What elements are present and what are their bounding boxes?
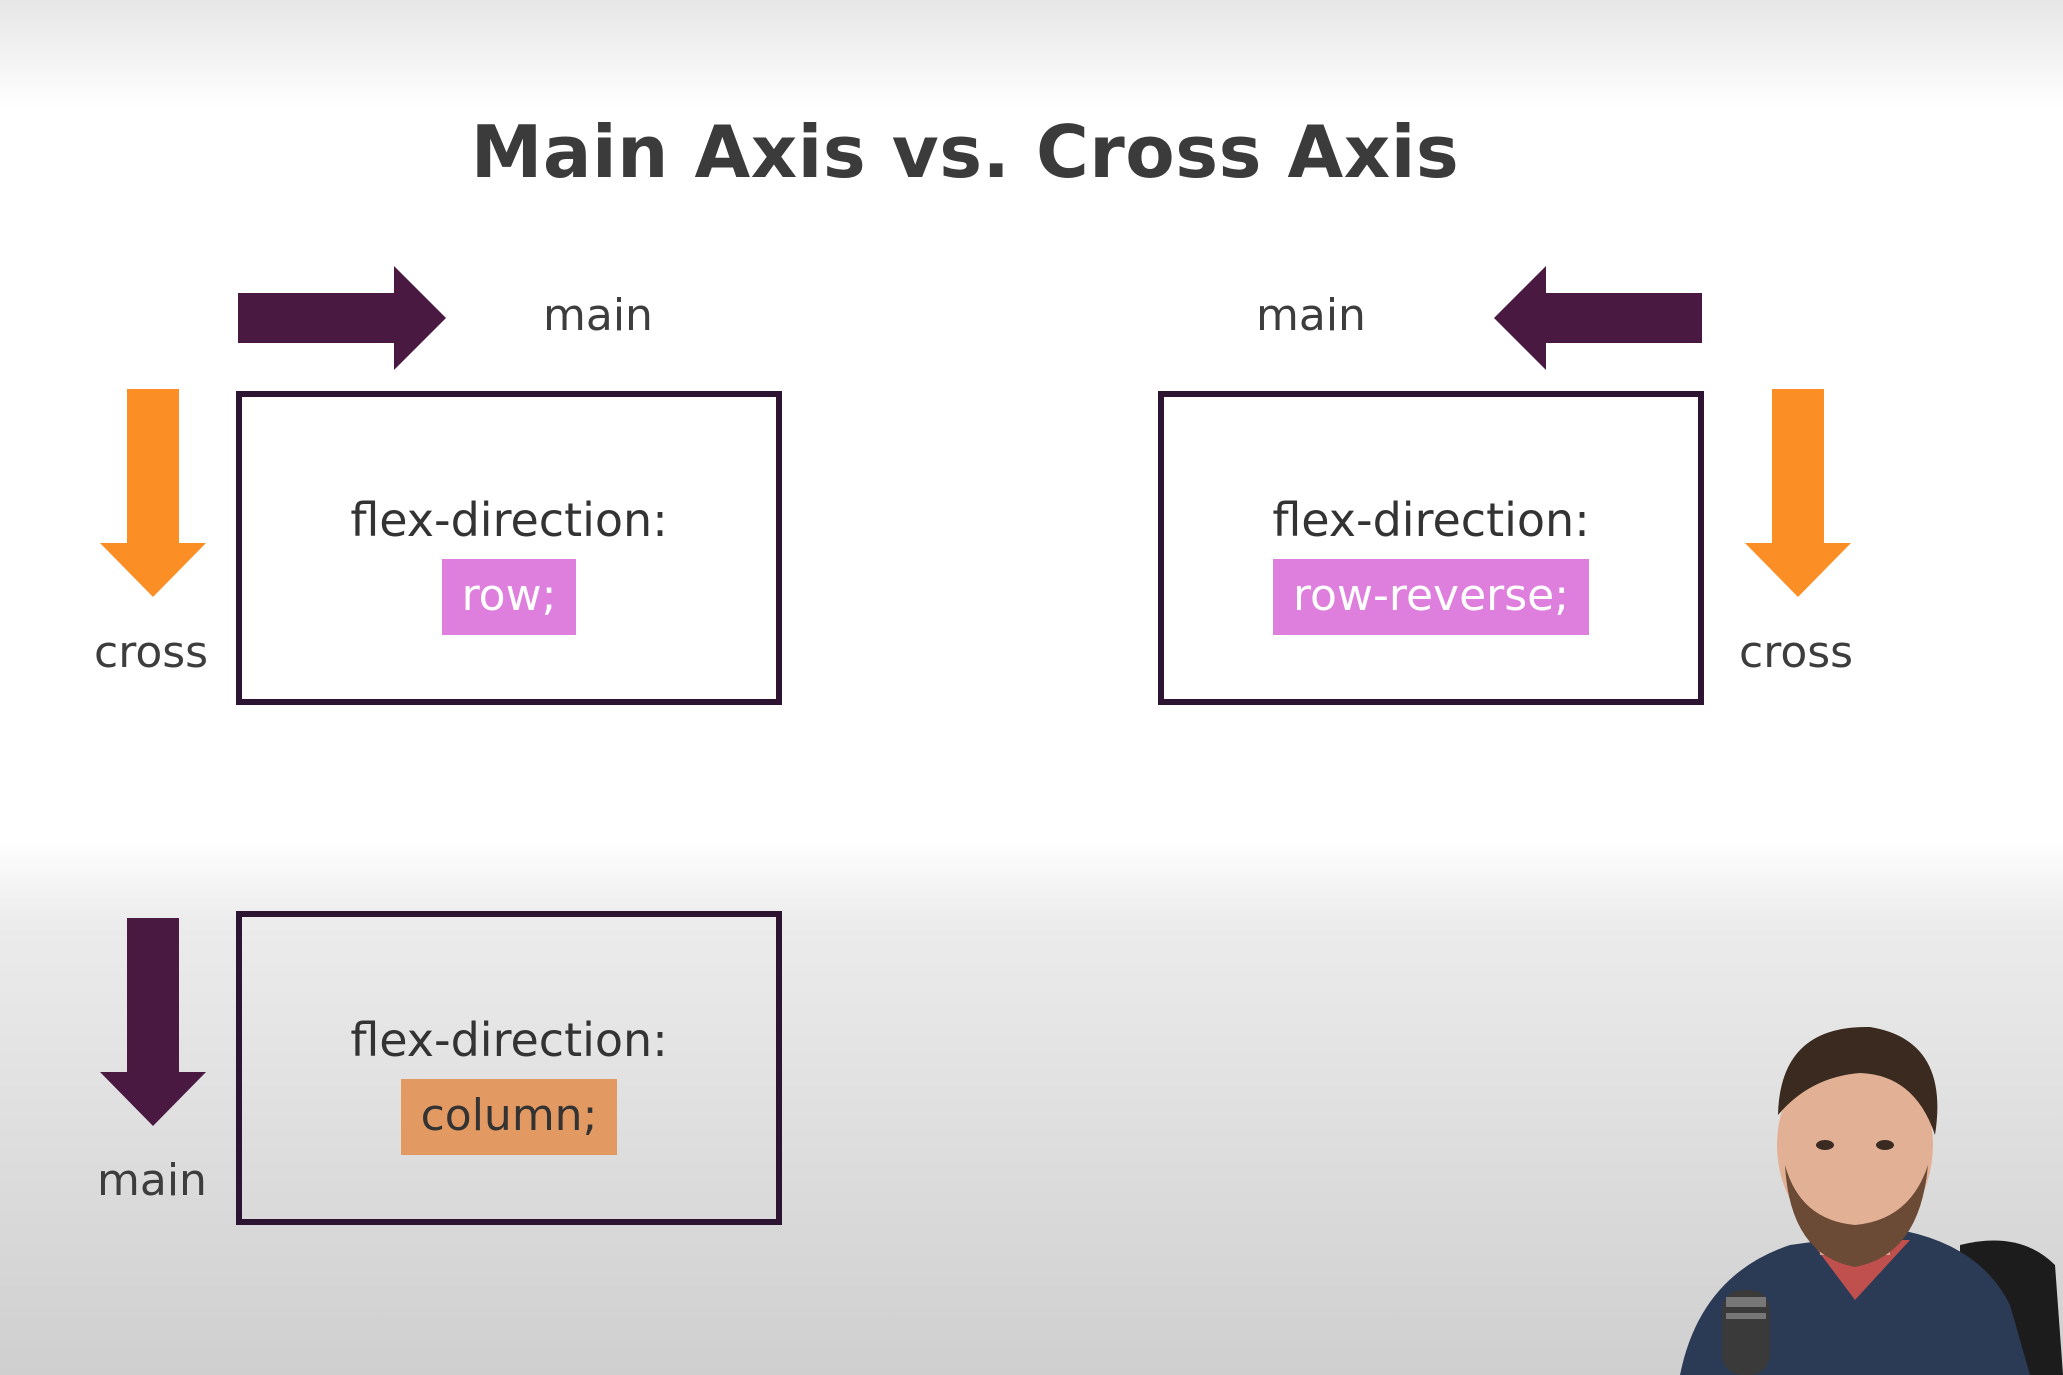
flex-column-box: flex-direction: column; xyxy=(236,911,782,1225)
property-label: flex-direction: xyxy=(350,493,668,547)
flex-row-reverse-box: flex-direction: row-reverse; xyxy=(1158,391,1704,705)
value-badge-row: row; xyxy=(441,559,577,635)
property-label: flex-direction: xyxy=(350,1013,668,1067)
cross-arrow-down-icon xyxy=(1745,389,1851,597)
main-arrow-down-icon xyxy=(100,918,206,1126)
main-axis-label: main xyxy=(97,1155,207,1206)
page-title: Main Axis vs. Cross Axis xyxy=(470,110,1460,194)
property-label: flex-direction: xyxy=(1272,493,1590,547)
cross-arrow-down-icon xyxy=(100,389,206,597)
main-arrow-right-icon xyxy=(238,266,446,370)
main-arrow-left-icon xyxy=(1494,266,1702,370)
flex-row-box: flex-direction: row; xyxy=(236,391,782,705)
value-badge-row-reverse: row-reverse; xyxy=(1272,559,1590,635)
cross-axis-label: cross xyxy=(94,627,209,678)
main-axis-label: main xyxy=(543,290,653,341)
main-axis-label: main xyxy=(1256,290,1366,341)
presenter-webcam xyxy=(1680,1026,2063,1375)
cross-axis-label: cross xyxy=(1739,627,1854,678)
value-badge-column: column; xyxy=(400,1079,618,1155)
